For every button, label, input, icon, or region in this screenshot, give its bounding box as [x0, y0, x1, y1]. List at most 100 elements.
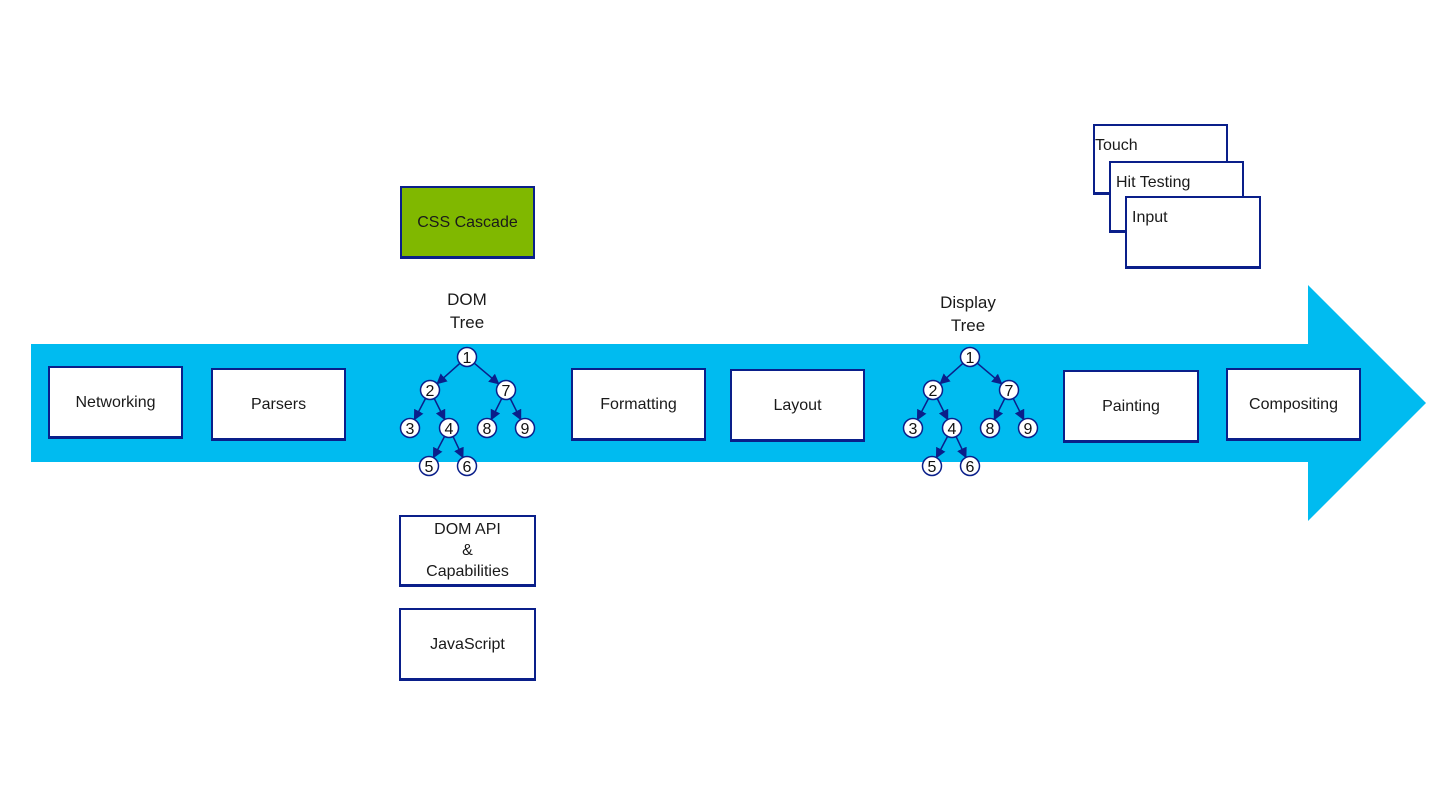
dom-tree-node-label: 1 [463, 350, 472, 367]
dom-tree-node-circle [399, 417, 421, 439]
display-tree-node-circle [998, 379, 1020, 401]
parsers-box[interactable]: Parsers [211, 368, 346, 441]
display-tree-node-label: 7 [1005, 383, 1014, 400]
dom-tree-node-3[interactable]: 3 [399, 417, 421, 439]
display-tree-node-circle [941, 417, 963, 439]
dom-tree-node-label: 6 [463, 459, 472, 476]
dom-tree-node-6[interactable]: 6 [456, 455, 478, 477]
display-tree-node-label: 3 [909, 421, 918, 438]
display-tree-node-8[interactable]: 8 [979, 417, 1001, 439]
dom-api-line3: Capabilities [426, 563, 509, 580]
compositing-box[interactable]: Compositing [1226, 368, 1361, 441]
touch-label: Touch [1095, 137, 1138, 154]
display-tree-node-label: 9 [1024, 421, 1033, 438]
dom-tree-node-label: 5 [425, 459, 434, 476]
dom-tree-edge-7-8 [490, 398, 503, 421]
display-tree-edge-2-3 [916, 398, 930, 421]
dom-tree: 1 2 3 4 5 6 7 8 9 [399, 346, 536, 477]
dom-api-line2: & [462, 542, 473, 559]
display-tree-node-label: 4 [948, 421, 957, 438]
display-tree-node-3[interactable]: 3 [902, 417, 924, 439]
layout-label: Layout [773, 396, 822, 414]
painting-label: Painting [1102, 397, 1160, 415]
display-tree-node-circle [922, 379, 944, 401]
display-tree-node-label: 5 [928, 459, 937, 476]
dom-tree-label-line2: Tree [449, 313, 485, 332]
display-tree-node-1[interactable]: 1 [959, 346, 981, 368]
display-tree-edge-4-6 [955, 436, 967, 459]
display-tree-node-label: 6 [966, 459, 975, 476]
display-tree-edge-1-2 [939, 362, 964, 385]
dom-tree-edge-1-2 [436, 362, 461, 385]
dom-api-line1: DOM API [434, 521, 501, 538]
display-tree: 1 2 3 4 5 6 7 8 9 [902, 346, 1039, 477]
display-tree-node-circle [1017, 417, 1039, 439]
dom-tree-label-line1: DOM [447, 290, 487, 309]
dom-tree-node-circle [514, 417, 536, 439]
css-cascade-box[interactable]: CSS Cascade [400, 186, 535, 259]
dom-tree-node-circle [419, 379, 441, 401]
display-tree-node-circle [959, 346, 981, 368]
pipeline-arrow-shape [31, 285, 1426, 521]
display-tree-node-9[interactable]: 9 [1017, 417, 1039, 439]
display-tree-edge-2-4 [936, 398, 949, 421]
dom-tree-edge-4-6 [452, 436, 464, 459]
dom-tree-label: DOM Tree [417, 288, 517, 334]
input-box[interactable]: Input [1125, 196, 1261, 269]
display-tree-node-circle [959, 455, 981, 477]
dom-tree-node-label: 8 [483, 421, 492, 438]
display-tree-edge-7-9 [1012, 398, 1025, 421]
display-tree-node-label: 1 [966, 350, 975, 367]
compositing-label: Compositing [1249, 395, 1338, 413]
display-tree-node-circle [921, 455, 943, 477]
dom-tree-node-label: 4 [445, 421, 454, 438]
dom-tree-node-4[interactable]: 4 [438, 417, 460, 439]
dom-tree-node-8[interactable]: 8 [476, 417, 498, 439]
css-cascade-label: CSS Cascade [417, 213, 518, 231]
display-tree-node-2[interactable]: 2 [922, 379, 944, 401]
dom-tree-node-7[interactable]: 7 [495, 379, 517, 401]
javascript-label: JavaScript [430, 635, 505, 653]
layout-box[interactable]: Layout [730, 369, 865, 442]
dom-tree-node-circle [456, 346, 478, 368]
display-tree-edge-1-7 [976, 362, 1003, 385]
hit-testing-label: Hit Testing [1116, 174, 1191, 191]
dom-api-box[interactable]: DOM API & Capabilities [399, 515, 536, 587]
display-tree-node-6[interactable]: 6 [959, 455, 981, 477]
dom-tree-node-1[interactable]: 1 [456, 346, 478, 368]
dom-tree-node-circle [438, 417, 460, 439]
display-tree-label-line2: Tree [950, 316, 986, 335]
dom-tree-node-label: 3 [406, 421, 415, 438]
display-tree-label: Display Tree [918, 291, 1018, 337]
display-tree-node-circle [902, 417, 924, 439]
display-tree-edge-7-8 [993, 398, 1006, 421]
dom-tree-edge-4-5 [432, 436, 446, 459]
networking-box[interactable]: Networking [48, 366, 183, 439]
display-tree-label-line1: Display [940, 293, 996, 312]
dom-tree-node-5[interactable]: 5 [418, 455, 440, 477]
input-label: Input [1132, 209, 1168, 226]
dom-tree-edge-1-7 [473, 362, 500, 385]
display-tree-node-circle [979, 417, 1001, 439]
dom-tree-node-circle [495, 379, 517, 401]
painting-box[interactable]: Painting [1063, 370, 1199, 443]
display-tree-node-5[interactable]: 5 [921, 455, 943, 477]
dom-tree-node-label: 7 [502, 383, 511, 400]
dom-tree-node-circle [476, 417, 498, 439]
display-tree-node-7[interactable]: 7 [998, 379, 1020, 401]
dom-tree-edge-2-3 [413, 398, 427, 421]
parsers-label: Parsers [250, 395, 307, 413]
dom-tree-node-label: 2 [426, 383, 435, 400]
display-tree-node-4[interactable]: 4 [941, 417, 963, 439]
dom-tree-node-2[interactable]: 2 [419, 379, 441, 401]
dom-tree-node-9[interactable]: 9 [514, 417, 536, 439]
formatting-box[interactable]: Formatting [571, 368, 706, 441]
display-tree-node-label: 8 [986, 421, 995, 438]
networking-label: Networking [75, 393, 156, 411]
dom-tree-node-circle [456, 455, 478, 477]
javascript-box[interactable]: JavaScript [399, 608, 536, 681]
dom-tree-edge-2-4 [433, 398, 446, 421]
dom-tree-node-circle [418, 455, 440, 477]
